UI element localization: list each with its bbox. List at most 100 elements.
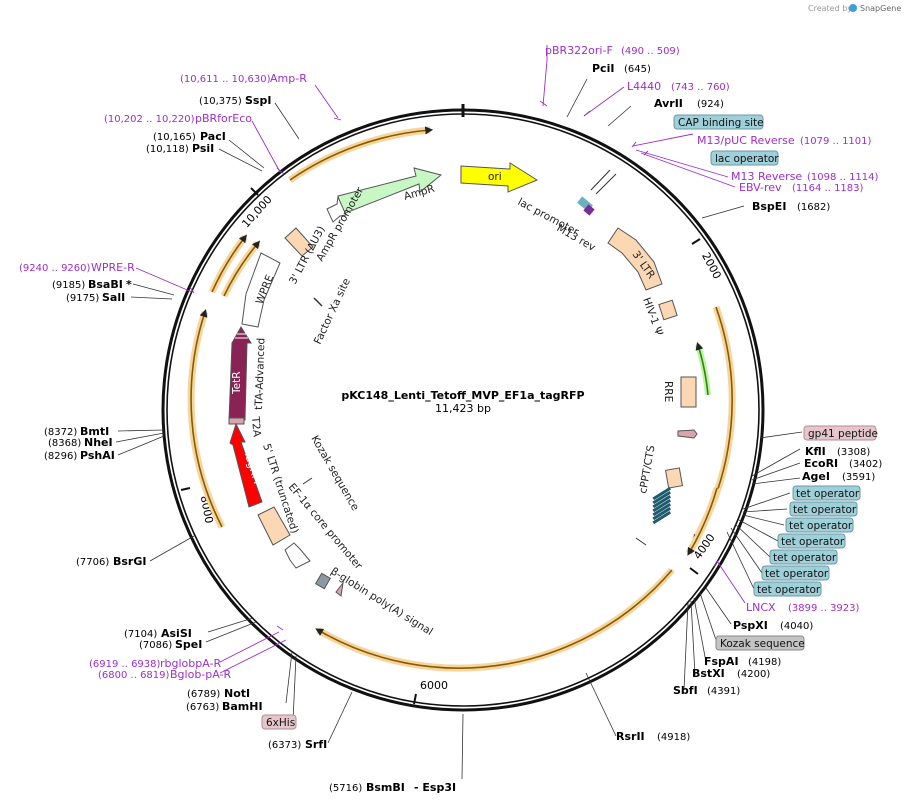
primer-pbr322ori-f-pos: (490 .. 509) bbox=[621, 46, 680, 57]
site-nhei: NheI bbox=[84, 436, 113, 449]
tet-operator-boxes: tet operator tet operator tet operator t… bbox=[753, 485, 861, 597]
site-fspai: FspAI bbox=[704, 655, 739, 668]
site-sbfi: SbfI bbox=[673, 684, 698, 697]
site-pshai-pos: (8296) bbox=[44, 451, 77, 462]
primer-wpre-r: WPRE-R bbox=[91, 261, 135, 274]
polya-box-1 bbox=[314, 572, 332, 590]
tet-operator-label-5: tet operator bbox=[773, 552, 837, 564]
wpre-feature: WPRE bbox=[241, 252, 281, 328]
site-spei: SpeI bbox=[175, 638, 202, 651]
primer-rbglobpa-r: rbglobpA-R bbox=[160, 657, 221, 670]
t2a-label: T2A bbox=[249, 415, 263, 438]
cppt-label: cPPT/CTS bbox=[637, 444, 657, 494]
site-esp3i: - Esp3I bbox=[414, 781, 456, 794]
credit-prefix: Created by bbox=[808, 4, 852, 13]
kozak-left-mark bbox=[302, 477, 313, 485]
lac-operator-label: lac operator bbox=[715, 153, 779, 165]
site-psii: PsiI bbox=[192, 142, 214, 155]
site-pspxi-pos: (4040) bbox=[780, 621, 813, 632]
site-sali-pos: (9175) bbox=[66, 293, 99, 304]
site-psii-pos: (10,118) bbox=[146, 144, 189, 155]
orf-arcs bbox=[187, 126, 736, 672]
tet-operator-label-4: tet operator bbox=[781, 536, 845, 548]
primer-pbr322ori-f: pBR322ori-F bbox=[545, 44, 613, 57]
site-paci-pos: (10,165) bbox=[153, 132, 196, 143]
site-asisi-pos: (7104) bbox=[124, 629, 157, 640]
t2a-box bbox=[228, 417, 245, 425]
site-spei-pos: (7086) bbox=[139, 640, 172, 651]
tet-operator-label-3: tet operator bbox=[789, 520, 853, 532]
primer-l4440-pos: (743 .. 760) bbox=[671, 82, 730, 93]
site-bsabi-pos: (9185) bbox=[52, 280, 85, 291]
site-pcii: PciI bbox=[592, 62, 614, 75]
site-bsabi: BsaBI bbox=[88, 278, 123, 291]
primer-m13-reverse: M13 Reverse bbox=[731, 170, 802, 183]
site-bstxi: BstXI bbox=[692, 667, 725, 680]
gp41-peptide-label: gp41 peptide bbox=[808, 428, 878, 440]
site-bsmbi: BsmBI bbox=[366, 781, 405, 794]
primer-pbrforeco-pos: (10,202 .. 10,220) bbox=[104, 114, 195, 125]
credit-brand: SnapGene bbox=[860, 4, 901, 13]
primer-lines bbox=[135, 45, 746, 674]
cap-binding-site-label: CAP binding site bbox=[678, 117, 764, 129]
site-asisi: AsiSI bbox=[161, 627, 192, 640]
primer-rbglobpa-r-pos: (6919 .. 6938) bbox=[89, 659, 161, 670]
primer-bglob-pa-r-pos: (6800 .. 6819) bbox=[98, 670, 170, 681]
snapgene-logo-icon bbox=[849, 4, 857, 12]
site-srfi: SrfI bbox=[305, 738, 327, 751]
site-fspai-pos: (4198) bbox=[748, 657, 781, 668]
site-nhei-pos: (8368) bbox=[48, 438, 81, 449]
ltr5-box bbox=[257, 506, 291, 546]
kozak-label: Kozak sequence bbox=[308, 434, 361, 513]
tet-operator-label-6: tet operator bbox=[765, 568, 829, 580]
hiv-psi-box bbox=[658, 299, 678, 321]
site-paci: PacI bbox=[200, 130, 226, 143]
site-sbfi-pos: (4391) bbox=[707, 686, 740, 697]
site-bstxi-pos: (4200) bbox=[737, 669, 770, 680]
primer-lncx-pos: (3899 .. 3923) bbox=[788, 603, 860, 614]
primer-pbrforeco: pBRforEco bbox=[195, 112, 252, 125]
site-rsrii: RsrII bbox=[616, 730, 645, 743]
site-pspxi: PspXI bbox=[733, 619, 768, 632]
bglobin-label: β-globin poly(A) signal bbox=[328, 565, 434, 638]
hiv-label: HIV-1 Ψ bbox=[640, 296, 665, 337]
tet-operator-label-1: tet operator bbox=[796, 488, 860, 500]
gp41-peptide-box bbox=[803, 425, 877, 441]
primer-m13-reverse-pos: (1098 .. 1114) bbox=[807, 172, 879, 183]
site-bsabi-mark: * bbox=[126, 278, 132, 291]
site-bsrgi-pos: (7706) bbox=[76, 557, 109, 568]
site-kfli: KflI bbox=[805, 445, 826, 458]
tick-10000: 10,000 bbox=[239, 193, 274, 230]
rre-box bbox=[680, 376, 697, 408]
ltr3-feature: 3' LTR bbox=[607, 227, 663, 291]
primer-bglob-pa-r: Bglob-pA-R bbox=[170, 668, 232, 681]
site-noti: NotI bbox=[224, 687, 250, 700]
6xhis-box bbox=[261, 714, 297, 730]
site-sspi-pos: (10,375) bbox=[199, 96, 242, 107]
site-noti-pos: (6789) bbox=[187, 689, 220, 700]
site-pshai: PshAI bbox=[80, 449, 115, 462]
primer-ebv-rev-pos: (1164 .. 1183) bbox=[792, 183, 864, 194]
site-pcii-pos: (645) bbox=[624, 64, 651, 75]
site-avrii: AvrII bbox=[654, 97, 683, 110]
6xhis-label: 6xHis bbox=[266, 717, 295, 729]
kozak-sequence-box bbox=[715, 635, 805, 651]
site-bsmbi-pos: (5716) bbox=[329, 783, 362, 794]
tet-operator-stack bbox=[652, 487, 672, 525]
site-agei: AgeI bbox=[802, 470, 830, 483]
polya-box-2 bbox=[335, 581, 344, 597]
site-kfli-pos: (3308) bbox=[837, 447, 870, 458]
site-bmti: BmtI bbox=[80, 425, 109, 438]
cap-binding-site-box bbox=[673, 114, 764, 130]
tetr-feature: TetR tTA-Advanced bbox=[228, 326, 268, 421]
kozak-right-mark bbox=[635, 537, 647, 546]
tet-operator-label-2: tet operator bbox=[793, 504, 857, 516]
rre-label: RRE bbox=[662, 381, 674, 402]
primer-m13puc-reverse-pos: (1079 .. 1101) bbox=[800, 136, 872, 147]
ampr-feature: AmpR AmpR promoter bbox=[314, 167, 443, 264]
map-title: pKC148_Lenti_Tetoff_MVP_EF1a_tagRFP bbox=[341, 389, 584, 402]
ori-label: ori bbox=[488, 171, 502, 183]
site-rsrii-pos: (4918) bbox=[657, 732, 690, 743]
site-bmti-pos: (8372) bbox=[44, 427, 77, 438]
gp41-marker bbox=[677, 429, 698, 439]
